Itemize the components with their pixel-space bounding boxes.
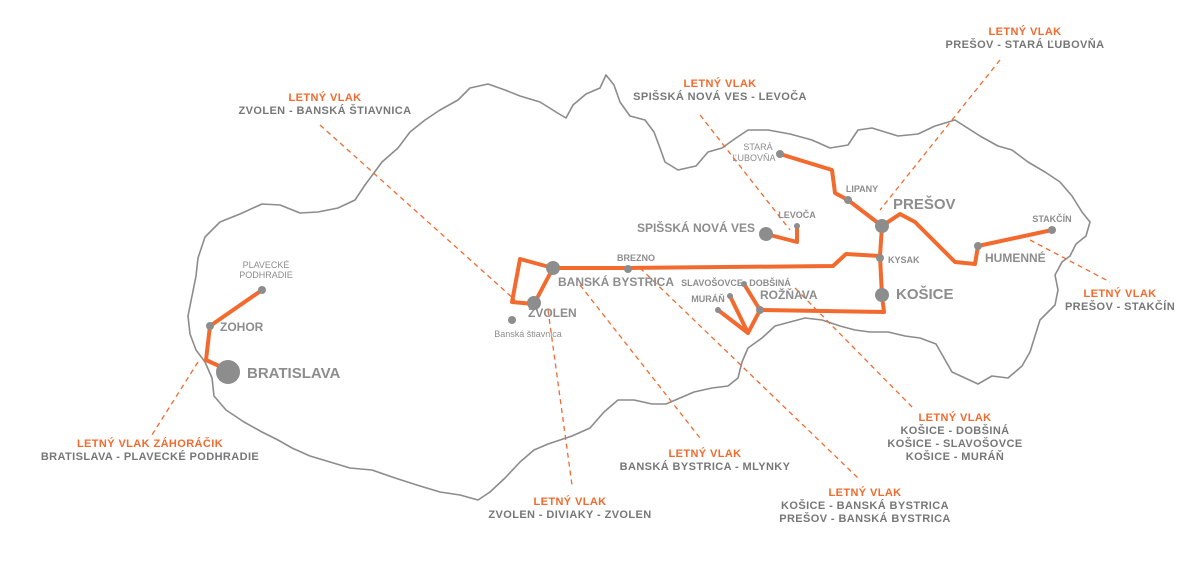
label-kysak: KYSAK [888,255,920,265]
route-snv-levoca [764,224,799,244]
legend-line: SPIŠSKÁ NOVÁ VES - LEVOČA [633,91,807,103]
legend-kosice-multi: LETNÝ VLAK KOŠICE - DOBŠINÁ KOŠICE - SLA… [880,412,1030,464]
label-presov: PREŠOV [893,195,956,213]
station-slavosovce [727,293,733,299]
station-zohor [206,322,214,330]
label-muran: MURÁŇ [691,293,725,304]
label-bratislava: BRATISLAVA [247,365,340,382]
label-banska-bystrica: BANSKÁ BYSTRICA [558,274,674,289]
leader-presov-sl [879,59,1001,211]
slovakia-outline [187,74,1091,501]
legend-zvolen-diviaky: LETNÝ VLAK ZVOLEN - DIVIAKY - ZVOLEN [475,496,665,522]
label-zohor: ZOHOR [220,320,264,334]
station-presov [875,219,889,233]
station-levoca [794,223,800,229]
station-lipany [844,196,852,204]
station-muran [715,307,721,313]
leader-zahoracik [149,361,199,439]
label-stakcin: STAKČÍN [1032,213,1071,224]
label-levoca: LEVOČA [778,209,816,220]
legend-presov-sl: LETNÝ VLAK PREŠOV - STARÁ ĽUBOVŇA [930,26,1120,52]
label-brezno: BREZNO [617,253,655,263]
legend-line: PREŠOV - STARÁ ĽUBOVŇA [945,39,1105,51]
label-stara-2: ĽUBOVŇA [732,153,775,163]
station-brezno [624,265,632,273]
station-banska-bystrica [546,261,560,275]
label-kosice: KOŠICE [896,285,954,303]
station-spisska-nova-ves [759,227,773,241]
legend-title: LETNÝ VLAK [1083,288,1157,300]
leader-zvolen-diviaky [547,309,573,486]
label-plavecke-2: PODHRADIE [239,270,293,280]
legend-line: ZVOLEN - DIVIAKY - ZVOLEN [488,509,652,521]
legend-line: BRATISLAVA - PLAVECKÉ PODHRADIE [40,451,260,463]
route-bb-kosice-mainline [551,252,886,314]
legend-title: LETNÝ VLAK [683,78,757,90]
label-dobsina: DOBŠINÁ [749,277,791,288]
legend-title: LETNÝ VLAK [828,487,902,499]
label-lipany: LIPANY [846,184,878,194]
label-banska-stiavnica: Banská štiavnica [494,329,562,339]
legend-snv-levoca: LETNÝ VLAK SPIŠSKÁ NOVÁ VES - LEVOČA [620,78,820,104]
leader-bb-mlynky [579,284,701,439]
legend-line: KOŠICE - SLAVOŠOVCE [887,438,1023,450]
label-roznava: ROŽŇAVA [760,287,818,302]
label-zvolen: ZVOLEN [528,306,577,320]
legend-presov-stakcin: LETNÝ VLAK PREŠOV - STAKČÍN [1060,288,1180,314]
legend-line: BANSKÁ BYSTRICA - MLYNKY [619,461,791,473]
station-kosice [875,288,889,302]
legend-zvolen-bs: LETNÝ VLAK ZVOLEN - BANSKÁ ŠTIAVNICA [225,92,425,118]
legend-line: KOŠICE - MURÁŇ [905,451,1005,463]
leader-kosice-bb [639,267,859,479]
leader-zvolen-bs [319,124,516,301]
label-stara-1: STARÁ [743,142,772,152]
legend-line: ZVOLEN - BANSKÁ ŠTIAVNICA [238,105,412,117]
station-dobsina [741,281,747,287]
leader-snv-levoca [699,114,791,231]
route-roznava-branches-3 [742,282,762,312]
route-zvolen-loop [510,257,555,306]
legend-line: PREŠOV - BANSKÁ BYSTRICA [779,513,951,525]
label-spisska-nova-ves: SPIŠSKÁ NOVÁ VES [637,220,755,235]
station-kysak [876,254,884,262]
legend-title: LETNÝ VLAK [533,496,607,508]
station-bratislava [216,360,240,384]
legend-line: KOŠICE - BANSKÁ BYSTRICA [781,500,949,512]
legend-title: LETNÝ VLAK [668,448,742,460]
label-plavecke-1: PLAVECKÉ [243,260,290,270]
legend-bb-mlynky: LETNÝ VLAK BANSKÁ BYSTRICA - MLYNKY [610,448,800,474]
legend-title: LETNÝ VLAK [918,412,992,424]
legend-line: PREŠOV - STAKČÍN [1064,301,1176,313]
legend-kosice-bb: LETNÝ VLAK KOŠICE - BANSKÁ BYSTRICA PREŠ… [770,487,960,526]
legend-line: KOŠICE - DOBŠINÁ [900,425,1010,437]
station-stara-lubovna [776,150,784,158]
legend-zahoracik: LETNÝ VLAK ZÁHORÁČIK BRATISLAVA - PLAVEC… [20,438,280,464]
label-humenne: HUMENNÉ [985,250,1046,265]
route-bratislava-plavecke [204,288,264,372]
station-banska-stiavnica [508,316,516,324]
station-humenne [974,242,982,250]
label-slavosovce: SLAVOŠOVCE [681,277,743,288]
route-presov-stara-lubovna [778,152,884,228]
leader-kosice-multi [794,287,916,411]
route-roznava-branches-2 [728,294,750,335]
station-plavecke-podhradie [258,286,266,294]
station-zvolen [527,296,541,310]
legend-title: LETNÝ VLAK ZÁHORÁČIK [76,438,224,450]
legend-title: LETNÝ VLAK [988,26,1062,38]
station-roznava [756,306,764,314]
legend-title: LETNÝ VLAK [288,92,362,104]
station-stakcin [1048,226,1056,234]
leader-presov-stakcin [1029,239,1111,283]
